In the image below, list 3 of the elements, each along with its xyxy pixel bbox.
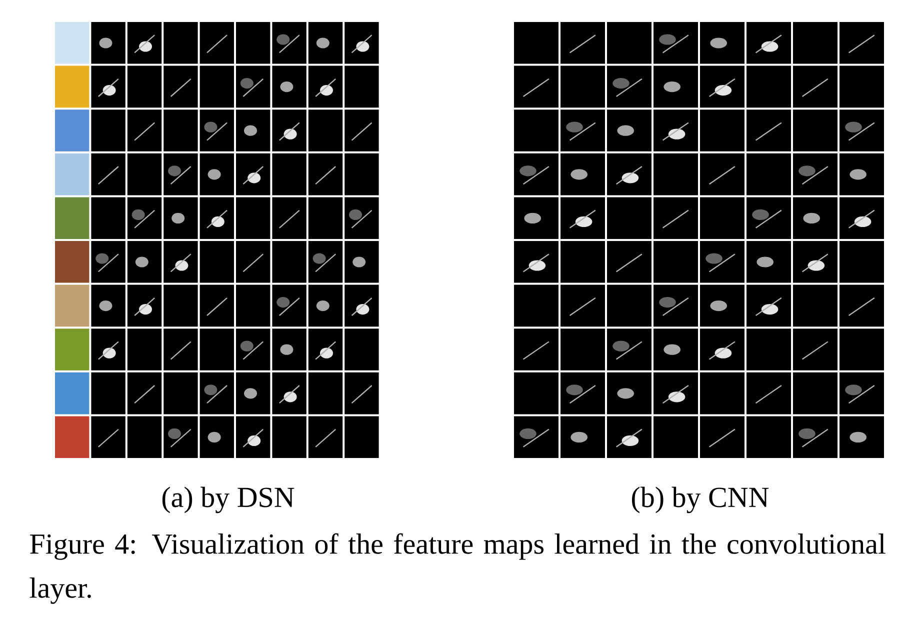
figure-caption: Figure 4: Visualization of the feature maps learned in the convolutional layer. xyxy=(30,533,886,604)
subfigure-caption: (b) by CNN xyxy=(632,486,769,514)
subfigure-caption: (a) by DSN xyxy=(162,486,294,514)
